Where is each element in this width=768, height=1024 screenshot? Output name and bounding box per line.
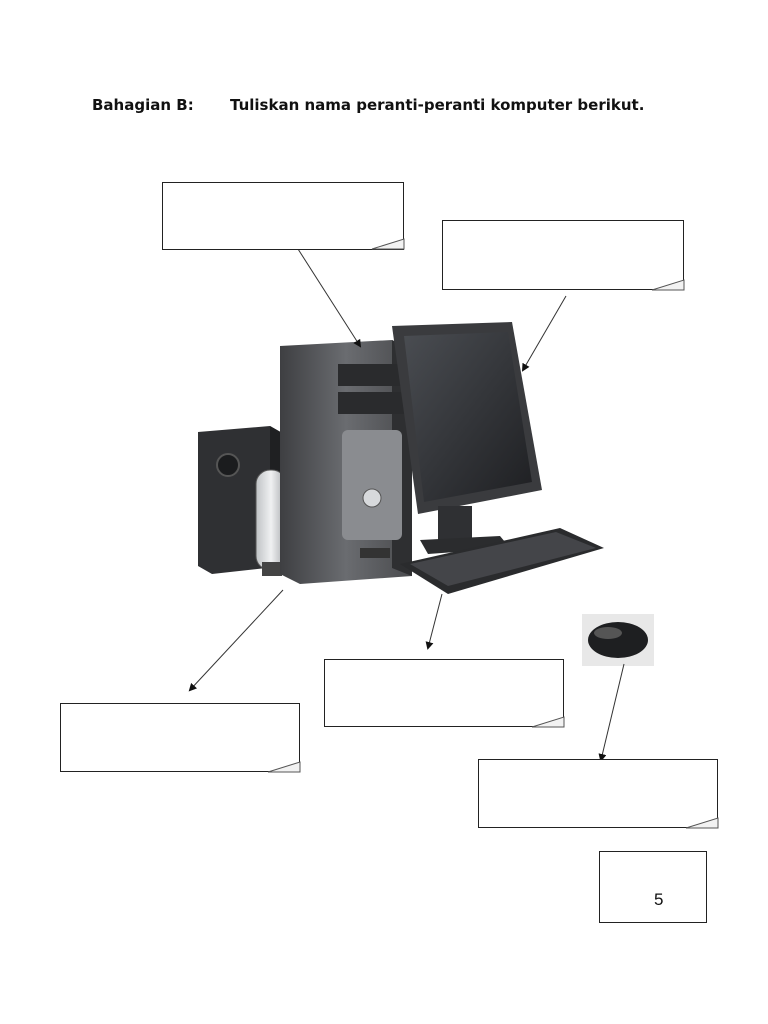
speaker-left xyxy=(255,469,287,576)
worksheet-heading: Bahagian B: Tuliskan nama peranti-peranti… xyxy=(92,96,644,114)
monitor xyxy=(392,322,542,554)
computer-tower xyxy=(280,340,412,584)
answer-box-system-unit[interactable] xyxy=(162,182,404,250)
instruction-text: Tuliskan nama peranti-peranti komputer b… xyxy=(230,96,645,114)
keyboard xyxy=(400,528,604,594)
answer-box-keyboard[interactable] xyxy=(324,659,564,727)
mouse xyxy=(582,614,654,666)
answer-box-speaker[interactable] xyxy=(60,703,300,772)
score-value: 5 xyxy=(654,890,664,909)
leader-lines xyxy=(188,248,625,762)
score-box: 5 xyxy=(599,851,707,923)
section-label: Bahagian B: xyxy=(92,96,194,114)
answer-box-monitor[interactable] xyxy=(442,220,684,290)
answer-box-mouse[interactable] xyxy=(478,759,718,828)
